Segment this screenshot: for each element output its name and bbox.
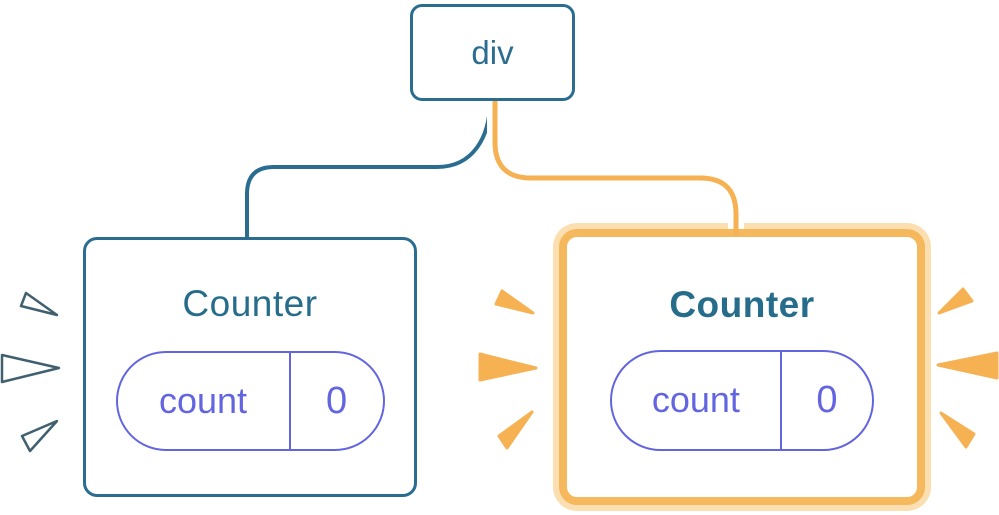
state-value: 0 — [325, 379, 348, 422]
counter-title: Counter — [669, 283, 815, 325]
edge-casing — [487, 101, 744, 229]
state-key: count — [118, 353, 291, 449]
edge-div-to-right-counter — [492, 101, 739, 235]
counter-node-left: Counter count 0 — [83, 237, 417, 497]
div-node-label: div — [471, 33, 514, 71]
state-pill: count 0 — [115, 351, 385, 451]
edge-div-to-left-counter — [245, 100, 492, 240]
spark-icon — [937, 287, 974, 315]
spark-icon — [20, 419, 59, 453]
spark-icon — [0, 353, 61, 384]
state-pill: count 0 — [610, 349, 874, 451]
state-value: 0 — [816, 378, 838, 421]
spark-burst-right-counter-left — [478, 289, 538, 450]
counter-node-right: Counter count 0 — [559, 229, 925, 505]
spark-icon — [939, 411, 976, 449]
counter-title: Counter — [182, 283, 318, 324]
spark-icon — [497, 410, 534, 450]
spark-icon — [19, 291, 59, 317]
div-node: div — [410, 4, 575, 101]
spark-icon — [936, 351, 999, 380]
state-key: count — [612, 351, 782, 449]
spark-icon — [494, 289, 535, 315]
spark-burst-left-counter — [0, 291, 61, 453]
spark-icon — [478, 352, 538, 382]
spark-burst-right-counter-right — [936, 287, 999, 449]
